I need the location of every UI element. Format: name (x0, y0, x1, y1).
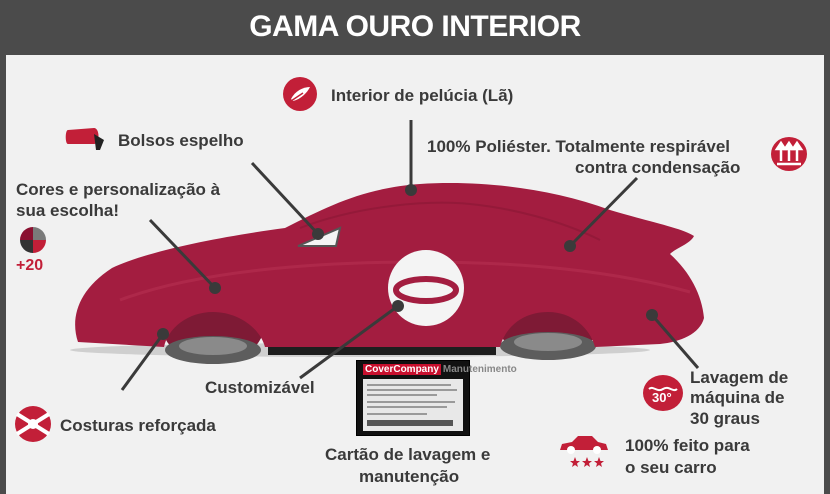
label-plush-interior: Interior de pelúcia (Lã) (331, 86, 514, 105)
label-wash-line2: máquina de (690, 388, 785, 407)
label-polyester-line2: contra condensação (575, 158, 741, 177)
label-colors-line1: Cores e personalização à (16, 180, 221, 199)
label-reinforced-seams: Costuras reforçada (60, 416, 216, 435)
label-mirror-pockets: Bolsos espelho (118, 131, 244, 150)
mirror-icon (65, 128, 104, 150)
custom-logo-circle (388, 250, 464, 326)
wash-temperature-icon (643, 375, 683, 411)
label-wash-line1: Lavagem de (690, 368, 789, 387)
stars-icon (570, 457, 604, 467)
label-colors-line2: sua escolha! (16, 201, 119, 220)
colors-badge: +20 (16, 257, 44, 274)
label-fit-line1: 100% feito para (625, 436, 750, 455)
car-cover (75, 183, 704, 347)
page-title: GAMA OURO INTERIOR (249, 10, 581, 43)
color-wheel-icon (20, 227, 46, 253)
leader-lines (120, 120, 700, 391)
label-fit-line2: o seu carro (625, 458, 717, 477)
label-polyester-line1: 100% Poliéster. Totalmente respirável (427, 137, 730, 156)
feather-icon (283, 77, 317, 111)
label-customizable: Customizável (205, 378, 315, 397)
card-brand: CoverCompany (363, 364, 441, 375)
label-card-line2: manutenção (359, 467, 460, 486)
wash-badge: 30° (652, 390, 672, 405)
seams-icon (15, 406, 51, 442)
ventilation-icon (771, 137, 807, 171)
car-icon (560, 436, 608, 454)
card-subtitle: Manutenimento (442, 364, 517, 375)
card-body (363, 379, 463, 431)
label-wash-line3: 30 graus (690, 409, 760, 428)
label-card-line1: Cartão de lavagem e (325, 445, 491, 464)
